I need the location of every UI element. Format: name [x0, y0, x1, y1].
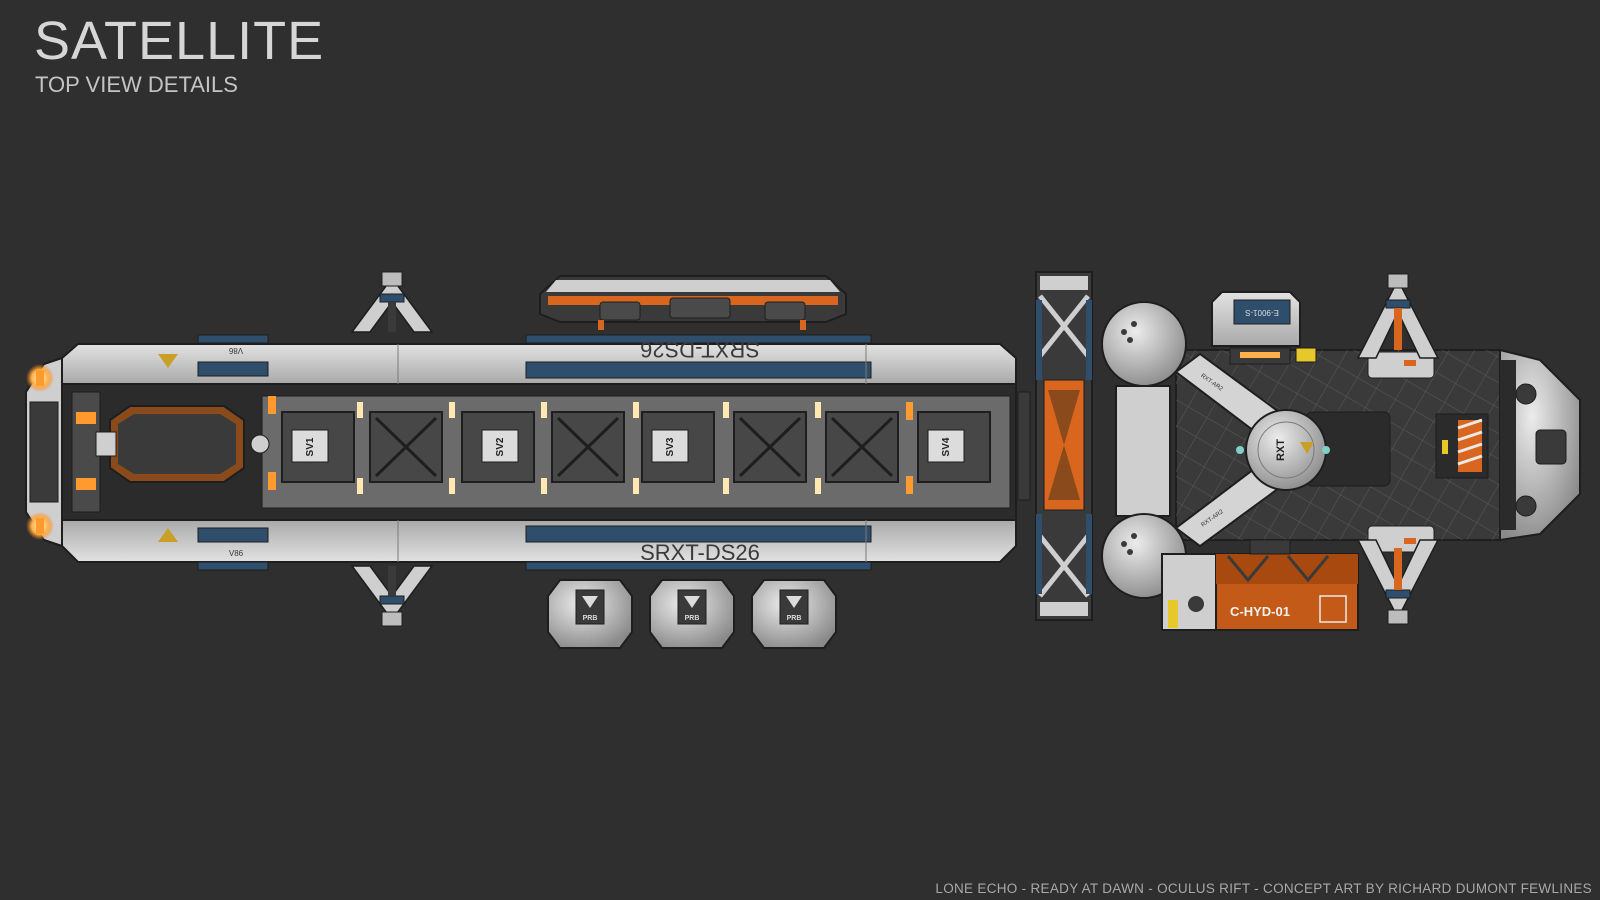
top-pod — [539, 275, 847, 330]
cargo-crate-sv4 — [917, 411, 991, 483]
rear-cap — [25, 356, 63, 548]
cargo-label-sv4: SV4 — [941, 437, 952, 456]
cargo-label-sv1: SV1 — [305, 437, 316, 456]
hull-mark-top: V86 — [228, 346, 243, 355]
tank-label: E-9001-S — [1245, 308, 1279, 317]
control-bay — [71, 391, 276, 513]
probe-label-3: PRB — [787, 615, 802, 622]
strut-bottom-right — [1356, 539, 1440, 625]
sphere-tank-top — [1101, 301, 1187, 387]
hydro-module-label: C-HYD-01 — [1230, 604, 1290, 619]
cargo-crate-x3 — [733, 411, 807, 483]
registration-top: SRXT-DS26 — [640, 337, 760, 362]
cargo-crate-sv3 — [641, 411, 715, 483]
strut-bottom-left — [350, 565, 434, 627]
cargo-label-sv3: SV3 — [665, 437, 676, 456]
cargo-bay — [281, 402, 991, 494]
cargo-crate-sv1 — [281, 411, 355, 483]
page-subtitle: TOP VIEW DETAILS — [35, 72, 238, 97]
page-title: SATELLITE — [34, 11, 325, 71]
probe-1 — [547, 579, 633, 649]
probe-2 — [649, 579, 735, 649]
strut-top-left — [350, 271, 434, 333]
central-hub — [1236, 409, 1391, 491]
cargo-crate-sv2 — [461, 411, 535, 483]
cargo-crate-x2 — [551, 411, 625, 483]
credits-footer: LONE ECHO - READY AT DAWN - OCULUS RIFT … — [935, 881, 1592, 896]
hull-mark-bottom: V86 — [229, 549, 244, 558]
probe-label-2: PRB — [685, 615, 700, 622]
hub-cylinder — [1115, 385, 1171, 517]
hydro-module — [1161, 539, 1359, 631]
strut-top-right — [1356, 273, 1440, 359]
docking-truss — [1017, 271, 1093, 621]
cargo-crate-x1 — [369, 411, 443, 483]
cargo-crate-x4 — [825, 411, 899, 483]
cargo-label-sv2: SV2 — [495, 437, 506, 456]
registration-bottom: SRXT-DS26 — [640, 540, 760, 565]
bay-lights — [357, 402, 821, 494]
hub-label: RXT — [1275, 439, 1287, 461]
top-tank — [1211, 291, 1317, 365]
probe-3 — [751, 579, 837, 649]
probe-label-1: PRB — [583, 615, 598, 622]
